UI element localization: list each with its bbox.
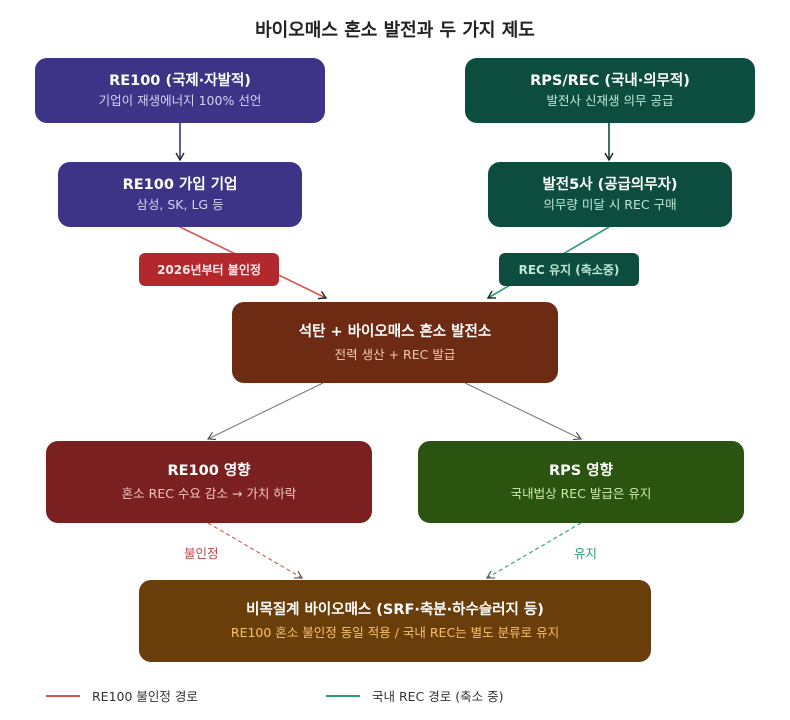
node-subtitle: 삼성, SK, LG 등 — [136, 197, 224, 212]
label-not-recognized: 불인정 — [184, 546, 219, 561]
tag-rec-maintained: REC 유지 (축소중) — [499, 253, 639, 286]
node-heading: RPS 영향 — [549, 463, 613, 479]
node-subtitle: 기업이 재생에너지 100% 선언 — [98, 93, 262, 108]
node-nonwood-biomass: 비목질계 바이오매스 (SRF·축분·하수슬러지 등) RE100 혼소 불인정… — [139, 580, 651, 662]
node-re100-members: RE100 가입 기업 삼성, SK, LG 등 — [58, 162, 302, 227]
node-heading: 석탄 + 바이오매스 혼소 발전소 — [298, 323, 492, 340]
edge-rps-impact-to-nonwood — [485, 522, 582, 579]
node-subtitle: 발전사 신재생 의무 공급 — [546, 93, 674, 108]
node-subtitle: 의무량 미달 시 REC 구매 — [543, 197, 677, 212]
node-heading: RE100 가입 기업 — [122, 177, 238, 193]
edge-plant-to-rps-impact — [464, 382, 583, 441]
node-heading: RE100 (국제·자발적) — [109, 73, 251, 89]
diagram-title: 바이오매스 혼소 발전과 두 가지 제도 — [255, 20, 535, 41]
node-cofiring-plant: 석탄 + 바이오매스 혼소 발전소 전력 생산 + REC 발급 — [232, 302, 558, 383]
legend-label: RE100 불인정 경로 — [92, 689, 198, 704]
node-re100-impact: RE100 영향 혼소 REC 수요 감소 → 가치 하락 — [46, 441, 372, 523]
node-subtitle: 혼소 REC 수요 감소 → 가치 하락 — [121, 486, 297, 501]
node-heading: 비목질계 바이오매스 (SRF·축분·하수슬러지 등) — [246, 602, 544, 618]
legend-label: 국내 REC 경로 (축소 중) — [372, 689, 504, 704]
node-re100: RE100 (국제·자발적) 기업이 재생에너지 100% 선언 — [35, 58, 325, 123]
legend-item-rec: 국내 REC 경로 (축소 중) — [326, 686, 503, 705]
node-heading: RPS/REC (국내·의무적) — [530, 73, 690, 89]
node-rps-rec: RPS/REC (국내·의무적) 발전사 신재생 의무 공급 — [465, 58, 755, 123]
label-maintained: 유지 — [574, 546, 598, 561]
tag-2026-not-recognized: 2026년부터 불인정 — [139, 253, 279, 286]
edge-re100-impact-to-nonwood — [207, 522, 304, 579]
node-subtitle: 국내법상 REC 발급은 유지 — [510, 486, 652, 501]
legend-swatch-red — [46, 694, 80, 697]
edge-plant-to-re100-impact — [206, 382, 324, 441]
legend-item-re100: RE100 불인정 경로 — [46, 686, 198, 705]
node-subtitle: RE100 혼소 불인정 동일 적용 / 국내 REC는 별도 분류로 유지 — [230, 625, 560, 640]
node-heading: RE100 영향 — [167, 463, 251, 479]
node-rps-impact: RPS 영향 국내법상 REC 발급은 유지 — [418, 441, 744, 523]
legend-swatch-green — [326, 694, 360, 697]
node-gencos: 발전5사 (공급의무자) 의무량 미달 시 REC 구매 — [488, 162, 732, 227]
node-heading: 발전5사 (공급의무자) — [542, 177, 678, 193]
node-subtitle: 전력 생산 + REC 발급 — [334, 346, 456, 362]
